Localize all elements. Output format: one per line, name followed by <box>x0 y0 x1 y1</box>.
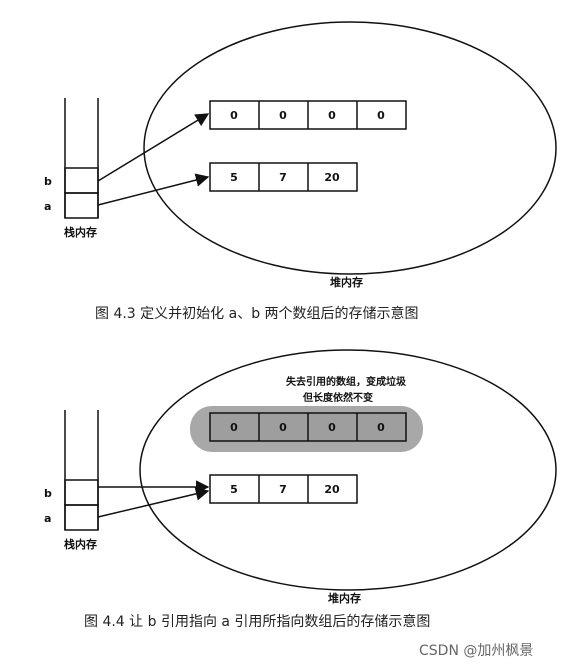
var-label-a: a <box>44 512 51 525</box>
array-cell: 7 <box>279 171 287 184</box>
stack-label: 栈内存 <box>64 537 97 551</box>
array-cell: 5 <box>230 171 238 184</box>
stack-slot-a <box>64 504 99 531</box>
array-cell: 0 <box>377 421 385 434</box>
garbage-note-line1: 失去引用的数组，变成垃圾 <box>286 375 407 388</box>
reference-arrow-b <box>97 113 210 182</box>
array-cell: 7 <box>279 483 287 496</box>
array-values: 5 7 20 <box>209 474 358 504</box>
array-cell: 0 <box>328 421 336 434</box>
array-zeros: 0 0 0 0 <box>209 100 407 130</box>
array-cell: 5 <box>230 483 238 496</box>
array-values: 5 7 20 <box>209 162 358 192</box>
array-cell: 0 <box>328 109 336 122</box>
array-cell: 0 <box>279 421 287 434</box>
reference-arrow-a <box>97 487 210 518</box>
watermark: CSDN @加州枫景 <box>419 643 533 659</box>
figure-4-4: 失去引用的数组，变成垃圾 但长度依然不变 0 0 0 0 5 7 20 <box>44 349 557 605</box>
stack-label: 栈内存 <box>64 225 97 239</box>
figure-caption-4-4: 图 4.4 让 b 引用指向 a 引用所指向数组后的存储示意图 <box>84 613 430 630</box>
reference-arrow-a <box>97 173 210 206</box>
var-label-a: a <box>44 200 51 213</box>
stack-slot-a <box>64 192 99 219</box>
array-cell: 0 <box>377 109 385 122</box>
stack-slot-b <box>64 167 99 194</box>
array-cell: 20 <box>324 171 340 184</box>
figure-caption-4-3: 图 4.3 定义并初始化 a、b 两个数组后的存储示意图 <box>95 305 419 322</box>
var-label-b: b <box>44 487 52 500</box>
var-label-b: b <box>44 175 52 188</box>
garbage-note-line2: 但长度依然不变 <box>302 391 373 404</box>
array-cell: 0 <box>230 421 238 434</box>
stack-memory <box>64 410 99 531</box>
heap-label: 堆内存 <box>330 275 363 289</box>
stack-slot-b <box>64 479 99 506</box>
heap-ellipse <box>143 21 557 275</box>
array-cell: 20 <box>324 483 340 496</box>
heap-label: 堆内存 <box>328 591 361 605</box>
array-cell: 0 <box>230 109 238 122</box>
heap-ellipse <box>139 349 557 591</box>
array-zeros-orphaned: 0 0 0 0 <box>209 412 407 442</box>
stack-memory <box>64 98 99 219</box>
figure-4-3: b a 栈内存 0 0 0 0 5 7 20 堆内存 <box>44 21 557 289</box>
array-cell: 0 <box>279 109 287 122</box>
